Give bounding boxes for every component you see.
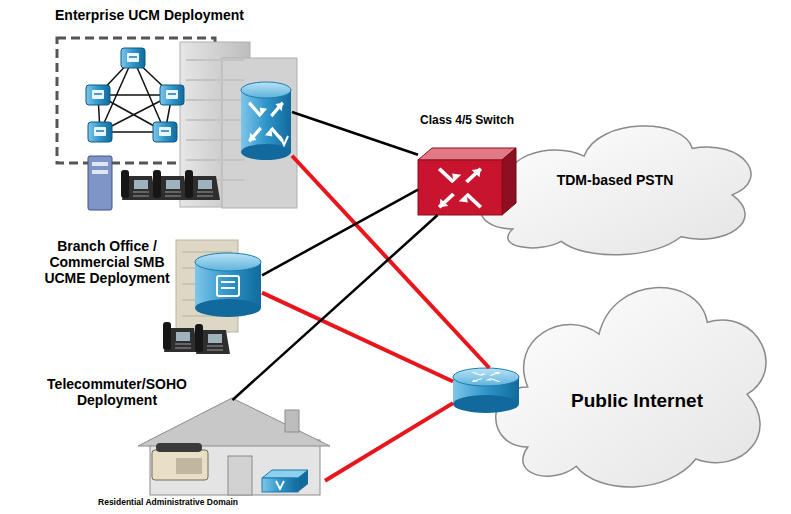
branch-phones-part [163,322,198,352]
pstn-cloud [481,126,751,255]
tdm-link [292,112,418,155]
enterprise-phones [121,170,220,200]
internet-router-part [453,395,519,413]
house-part [228,456,252,495]
voice-gateway-device-part [276,481,284,489]
ucme-router-part [221,282,235,288]
voice-gateway-device [262,470,308,492]
switch-box-part [418,148,516,160]
switch-box-part [502,148,516,215]
ucme-router-part [217,276,239,296]
internet-router-part [453,368,519,386]
ucm-cluster-part [88,122,112,142]
branch-phones [163,322,230,354]
enterprise-site: Enterprise UCM Deployment [45,35,292,210]
node-label: Public Internet [571,390,703,412]
internet-cloud-part [496,288,766,487]
enterprise-phones-part [121,170,156,200]
voice-gateway-device-part [298,470,308,492]
ucme-router-part [195,299,261,317]
enterprise-phones-part [185,170,220,200]
ucm-cluster [86,48,184,142]
voice-router-part [241,144,291,160]
voice-router [241,82,291,160]
house-part [150,440,320,495]
voice-router-part [249,103,283,141]
voice-router-part [241,82,291,98]
internet-router [453,368,519,413]
ucm-cluster-part [160,85,184,105]
server-tower-part [92,162,108,166]
voice-router-part [241,90,291,152]
internet-router-part [472,372,499,382]
home-phone-part [152,450,208,480]
server-tower [88,156,112,210]
class-switch: Class 4/5 Switch [418,148,516,215]
enterprise-phones-part [153,170,188,200]
node-label: Enterprise UCM Deployment [55,7,244,23]
ucme-router-part [195,253,261,271]
house [138,398,330,495]
enterprise-building-part [186,60,244,180]
home-phone-part [156,443,202,452]
node-sublabel: Residential Administrative Domain [78,498,258,508]
soho-site: Telecommuter/SOHO DeploymentResidential … [140,400,325,495]
ucm-cluster-part [153,122,177,142]
branch-phones-part [195,324,230,354]
house-part [285,410,299,432]
tdm-link [262,190,418,276]
pstn-cloud-node: TDM-based PSTN [500,130,730,235]
ucm-cluster-part [121,48,145,68]
voice-gateway-device-part [262,478,298,492]
home-phone-part [176,458,202,474]
node-label: Class 4/5 Switch [418,114,516,128]
branch-site: Branch Office / Commercial SMB UCME Depl… [195,253,262,317]
ip-link [325,403,453,481]
pstn-cloud-part [481,126,751,255]
node-label: TDM-based PSTN [500,172,730,188]
ucm-cluster-part [86,85,110,105]
home-phone [152,443,208,480]
server-tower-part [92,170,108,174]
internet-cloud [496,288,766,487]
ip-link [262,293,453,382]
internet-router-node: Public Internet [453,368,519,413]
switch-box-part [439,169,481,207]
switch-box [418,148,516,215]
voice-router-part [280,136,288,145]
tdm-link [233,215,438,400]
node-label: Branch Office / Commercial SMB UCME Depl… [28,238,186,286]
node-label: Telecommuter/SOHO Deployment [42,376,192,408]
switch-box-part [418,160,502,215]
house-part [138,398,330,446]
ucme-router [195,253,261,317]
server-tower-part [88,156,112,210]
ip-link [292,156,489,368]
